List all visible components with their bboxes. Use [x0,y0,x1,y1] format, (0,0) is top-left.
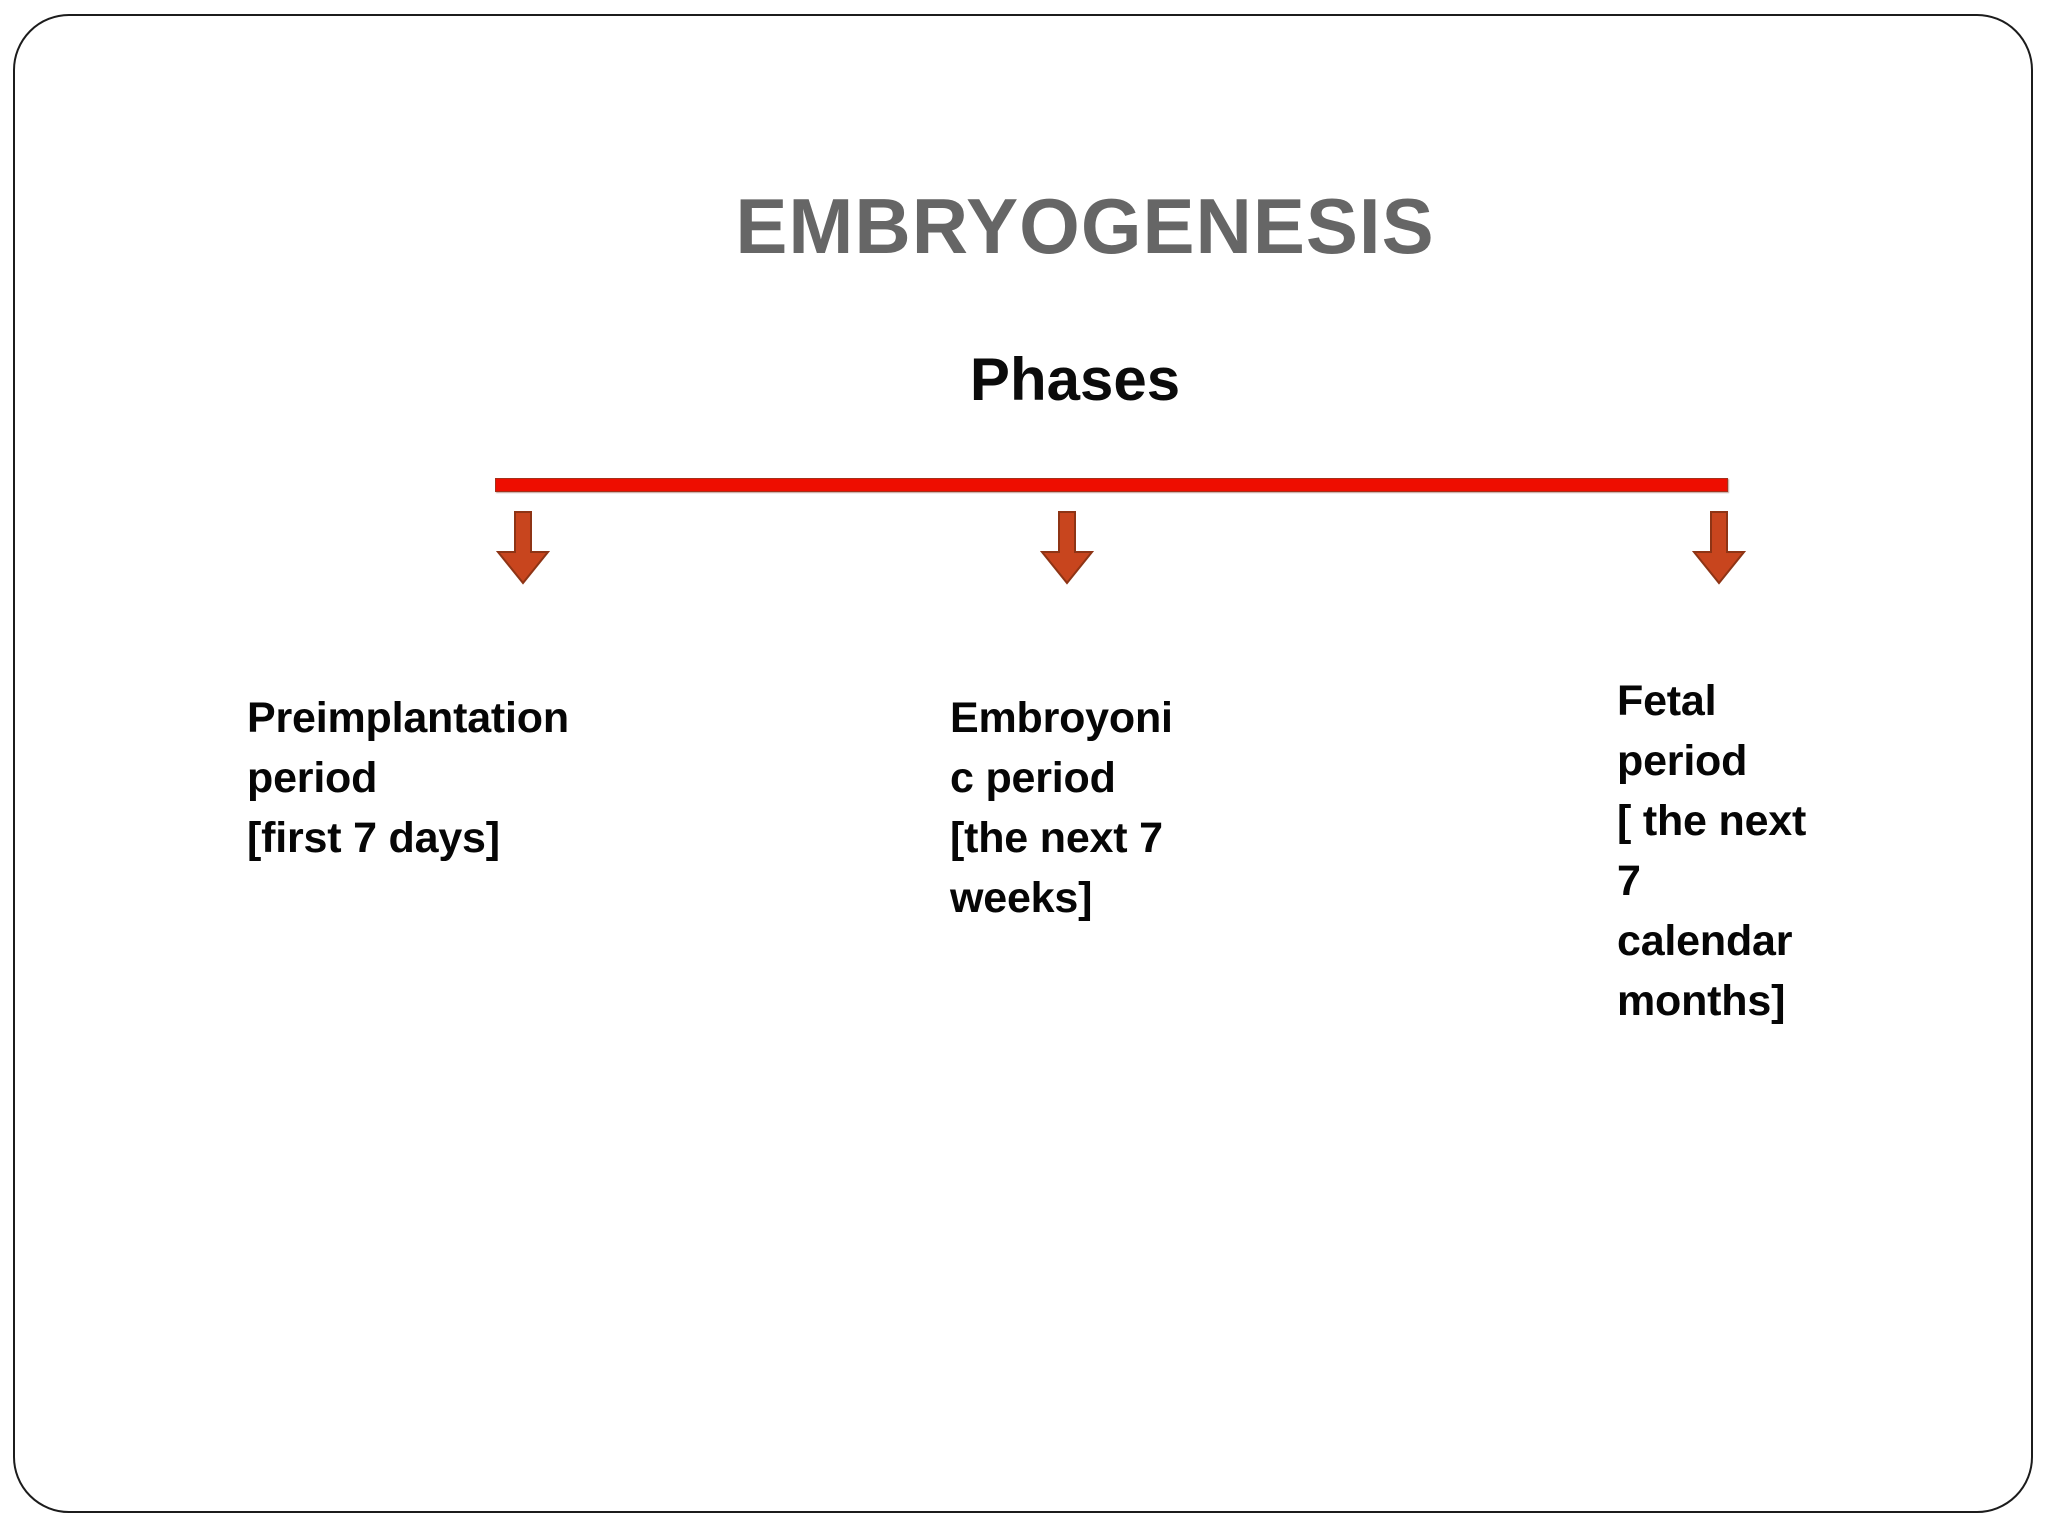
down-arrow-icon-fetal [1689,510,1749,586]
phase-label-preimplantation: Preimplantation period [first 7 days] [247,694,569,862]
page-subtitle: Phases [15,348,2035,411]
page-title: EMBRYOGENESIS [15,182,2035,270]
down-arrow-icon-embryonic [1037,510,1097,586]
down-arrow-icon-preimplantation [493,510,553,586]
timeline-bar [495,478,1728,492]
page-subtitle-text: Phases [969,346,1181,413]
phase-label-embryonic: Embroyoni c period [the next 7 weeks] [950,694,1173,922]
phase-label-fetal: Fetal period [ the next 7 calendar month… [1617,677,1807,1025]
page-title-text: EMBRYOGENESIS [735,182,1435,270]
slide-canvas: EMBRYOGENESIS Phases Preimplantation per… [13,14,2033,1513]
